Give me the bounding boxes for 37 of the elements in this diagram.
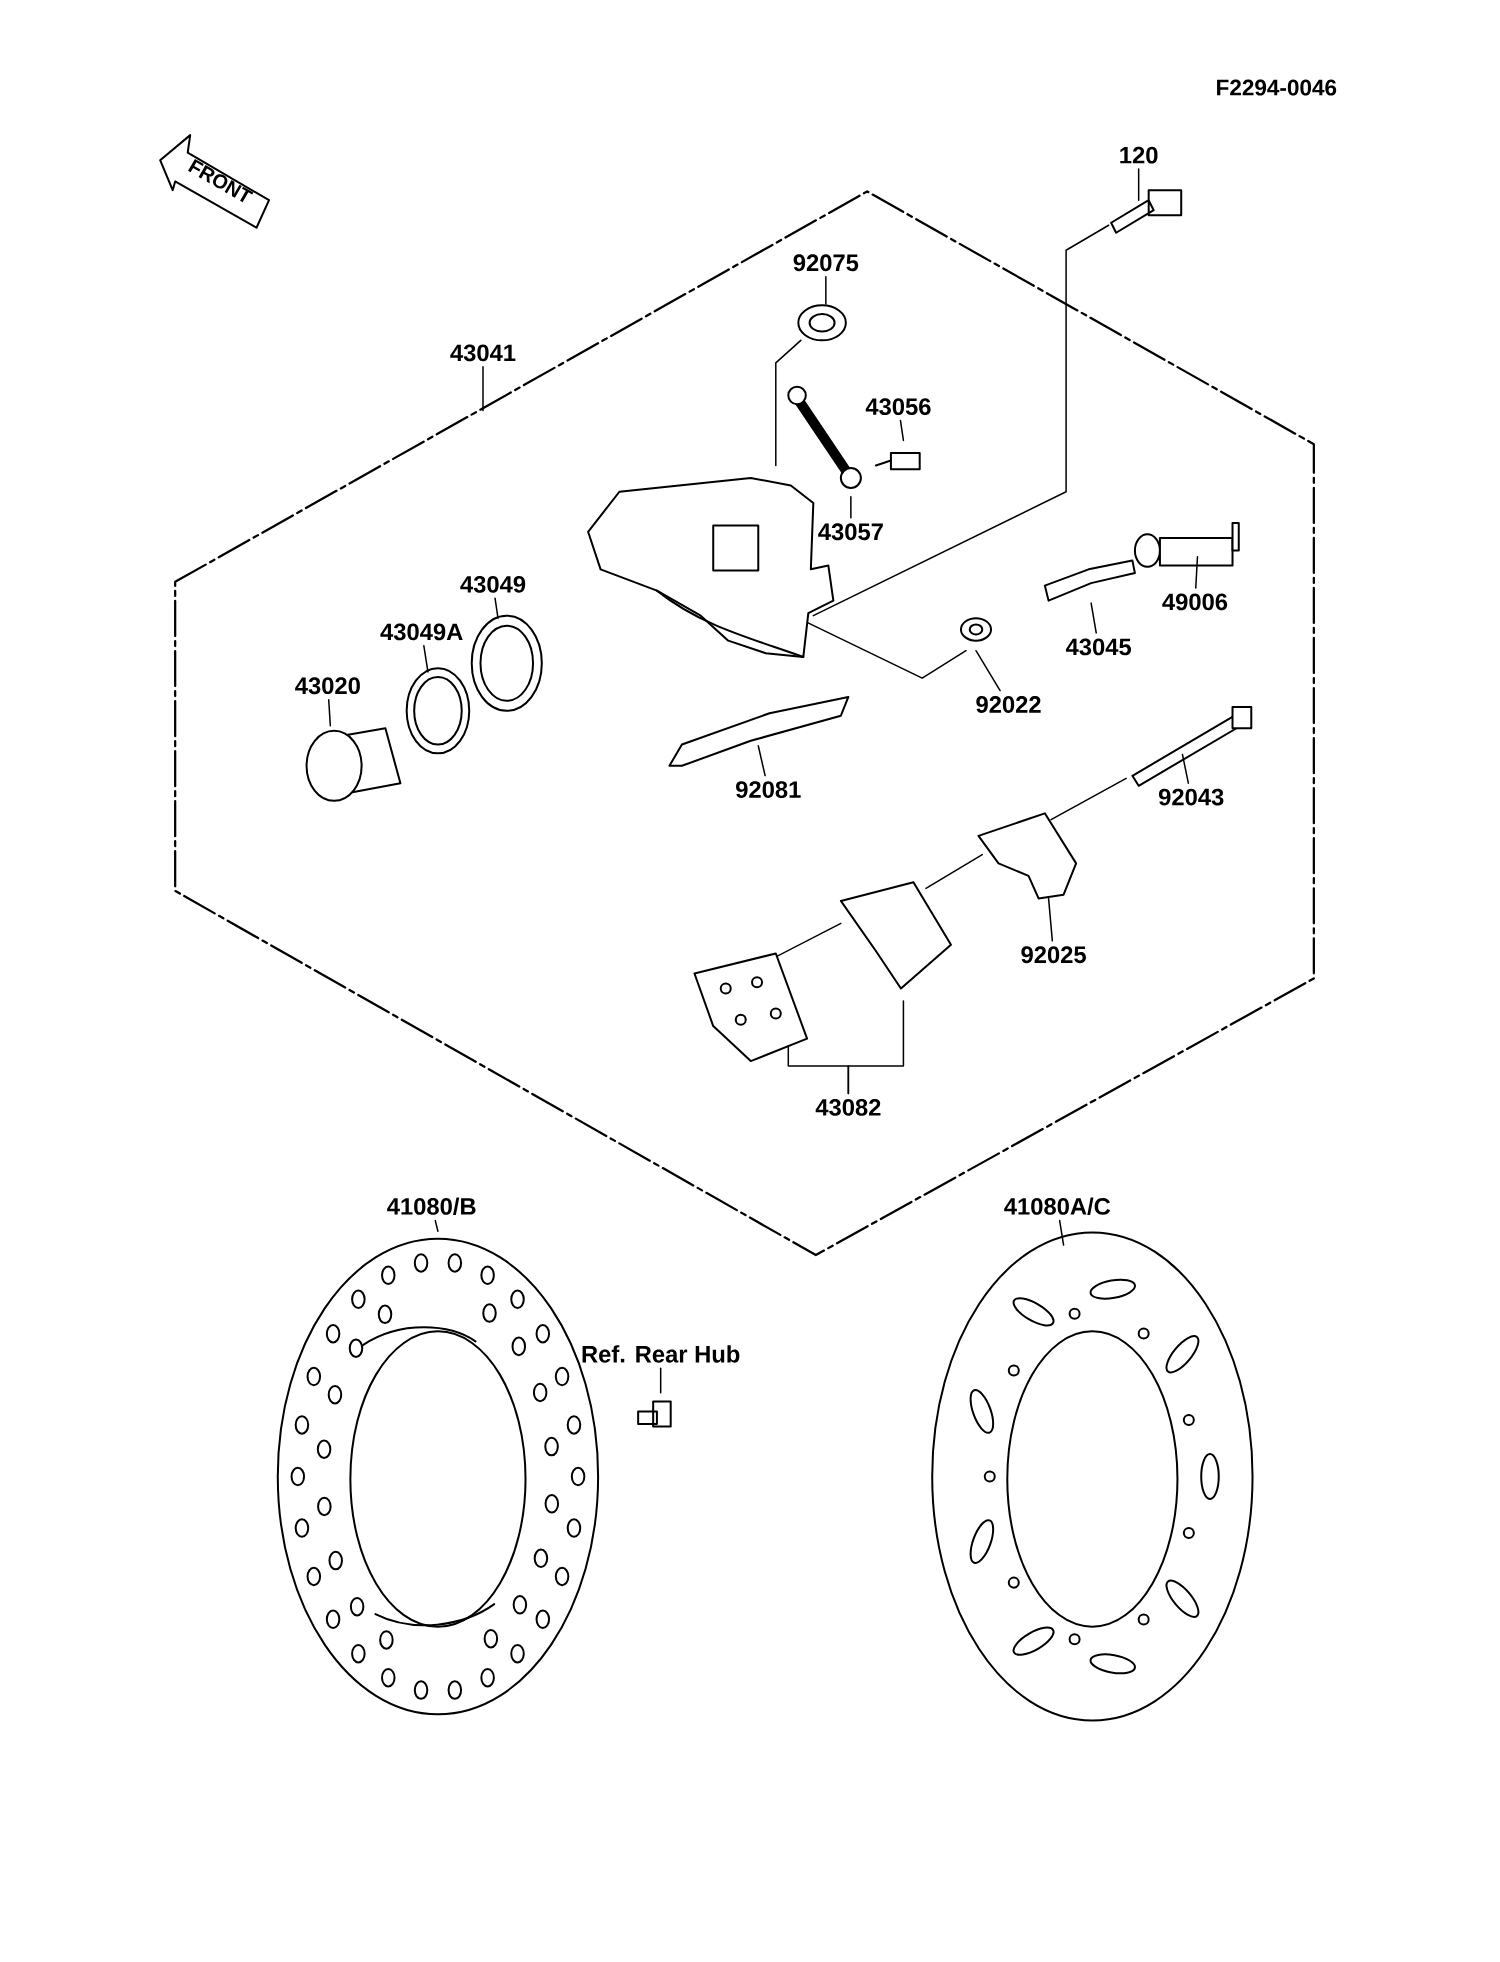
part-number: 43057 bbox=[818, 523, 883, 541]
part-number: 49006 bbox=[1162, 593, 1228, 611]
part-number: 43041 bbox=[450, 344, 516, 362]
leader-line bbox=[1058, 1219, 1065, 1246]
leader-line bbox=[434, 1219, 439, 1232]
part-number: 43082 bbox=[815, 1098, 881, 1116]
leader-line bbox=[847, 1000, 905, 1095]
part-number: 41080A/C bbox=[1004, 1197, 1111, 1216]
leader-line bbox=[975, 649, 1001, 692]
leader-line bbox=[494, 597, 499, 619]
part-number: 43056 bbox=[865, 398, 931, 416]
part-number: 43020 bbox=[295, 677, 360, 695]
part-number: 92022 bbox=[976, 696, 1041, 713]
leader-line bbox=[757, 745, 766, 777]
part-number: 92081 bbox=[735, 781, 801, 798]
part-number: 92075 bbox=[793, 254, 859, 272]
leader-line bbox=[423, 645, 429, 673]
part-number: 92043 bbox=[1158, 788, 1224, 806]
leader-line bbox=[327, 698, 331, 727]
leader-line bbox=[1047, 897, 1053, 942]
leader-line bbox=[1137, 168, 1140, 201]
leader-line bbox=[482, 366, 484, 412]
part-number: 120 bbox=[1120, 146, 1158, 164]
part-number: 41080/B bbox=[387, 1197, 476, 1216]
part-number: 92025 bbox=[1021, 946, 1086, 964]
figure-code: F2294-0046 bbox=[1216, 79, 1337, 96]
leader-line bbox=[899, 419, 905, 442]
part-number: 43045 bbox=[1065, 638, 1131, 656]
part-number: Ref. Rear Hub bbox=[582, 1345, 740, 1363]
leader-line bbox=[824, 275, 827, 305]
leader-line bbox=[850, 496, 852, 519]
leader-line bbox=[1194, 556, 1199, 589]
leader-line bbox=[1181, 753, 1189, 784]
part-number: 43049 bbox=[460, 575, 526, 593]
leader-line bbox=[659, 1367, 662, 1394]
part-number: 43049A bbox=[380, 623, 463, 641]
leader-line bbox=[1090, 602, 1097, 634]
